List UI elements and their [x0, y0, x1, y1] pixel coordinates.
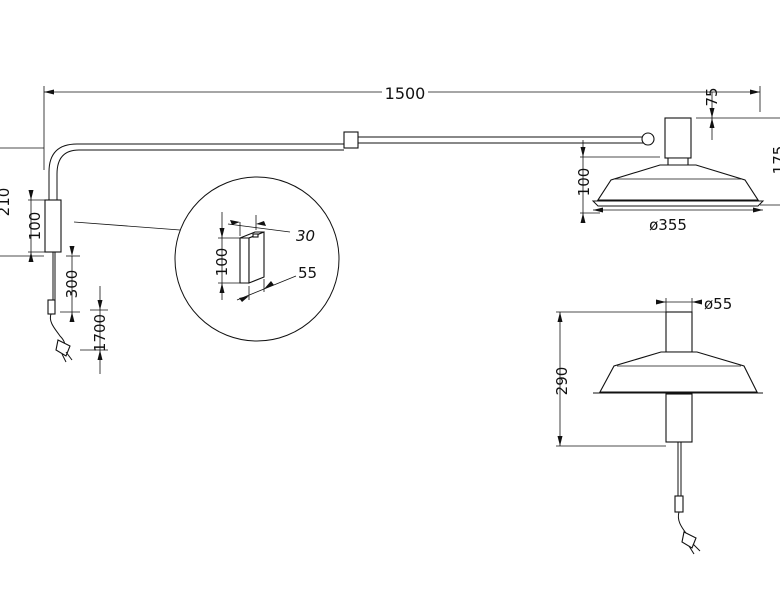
side-view: 1500 75 175 — [0, 84, 780, 374]
plug — [55, 339, 71, 357]
lamp-shade — [596, 164, 760, 201]
detail-circle — [174, 176, 340, 342]
front-cable-switch — [674, 495, 684, 513]
shade-neck — [667, 157, 689, 166]
label-100-detail: 100 — [213, 248, 231, 277]
dimension-box-height: 100 — [26, 190, 45, 262]
label-55: 55 — [298, 264, 317, 282]
cable-switch — [47, 299, 56, 315]
label-1700: 1700 — [91, 314, 109, 352]
dimension-top-offset: 75 — [696, 87, 780, 140]
wall-box — [44, 199, 62, 253]
arm-tube — [48, 143, 344, 200]
detail-view: 100 30 55 — [174, 176, 340, 342]
dimension-shade-diameter: ø355 — [593, 207, 763, 234]
label-100-shade: 100 — [575, 168, 593, 197]
label-290: 290 — [553, 367, 571, 396]
label-175: 175 — [770, 146, 780, 175]
label-diameter-55: ø55 — [704, 295, 732, 313]
label-1500: 1500 — [385, 84, 426, 103]
front-stem — [665, 311, 693, 353]
label-210: 210 — [0, 188, 13, 217]
dimension-shade-height: 175 — [760, 146, 780, 206]
dimension-overall-length: 1500 — [43, 84, 761, 170]
label-300: 300 — [63, 270, 81, 299]
front-view: ø55 290 — [553, 295, 763, 555]
label-100-box: 100 — [26, 212, 44, 241]
shade-stem — [664, 117, 692, 159]
front-shade — [599, 351, 758, 393]
detail-leader — [73, 221, 181, 231]
dimension-cable-gap: 300 — [60, 246, 81, 322]
dimension-back-height: 210 — [0, 147, 44, 257]
arm-connector — [343, 131, 359, 149]
dimension-shade-drop: 100 — [575, 140, 660, 223]
label-30: 30 — [296, 227, 315, 245]
label-diameter-355: ø355 — [649, 216, 687, 234]
front-cable — [677, 442, 682, 500]
arm-knob — [641, 132, 655, 146]
front-wall-box — [665, 393, 693, 443]
label-75: 75 — [703, 87, 721, 106]
front-plug — [681, 531, 697, 549]
dimension-cable-length: 1700 — [80, 286, 109, 374]
